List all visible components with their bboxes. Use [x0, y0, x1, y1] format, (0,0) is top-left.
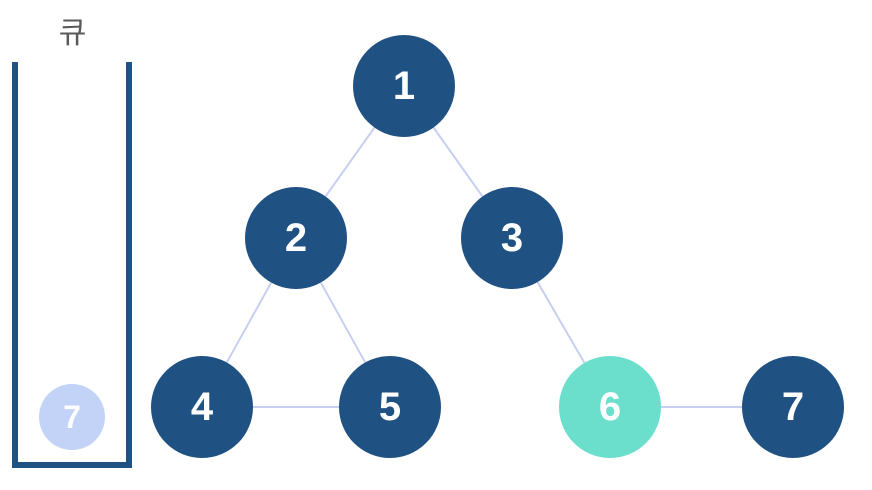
queue-container-outline [12, 62, 132, 468]
graph-node-label: 5 [378, 384, 402, 429]
graph-node-4[interactable]: 4 [151, 356, 253, 458]
queue-panel: 큐 7 [0, 0, 145, 490]
graph-edge-1-2 [324, 126, 376, 198]
graph-node-label: 2 [284, 215, 308, 260]
graph-node-6[interactable]: 6 [559, 356, 661, 458]
graph-edge-2-4 [225, 282, 273, 363]
graph-node-label: 6 [598, 384, 622, 429]
queue-title-label: 큐 [58, 16, 87, 51]
graph-node-label: 4 [190, 384, 214, 429]
graph-node-label: 1 [392, 63, 416, 108]
graph-edge-3-6 [536, 281, 586, 364]
graph-node-2[interactable]: 2 [245, 187, 347, 289]
graph-node-1[interactable]: 1 [353, 35, 455, 137]
graph-node-label: 3 [500, 215, 524, 260]
graph-node-3[interactable]: 3 [461, 187, 563, 289]
queue-item-label: 7 [63, 398, 81, 435]
graph-edge-1-3 [432, 126, 484, 198]
queue-item-7[interactable]: 7 [39, 384, 105, 450]
graph-node-5[interactable]: 5 [339, 356, 441, 458]
graph-node-label: 7 [781, 384, 805, 429]
graph-node-7[interactable]: 7 [742, 356, 844, 458]
graph-edge-2-5 [319, 282, 367, 363]
queue-items-list: 7 [12, 62, 132, 468]
